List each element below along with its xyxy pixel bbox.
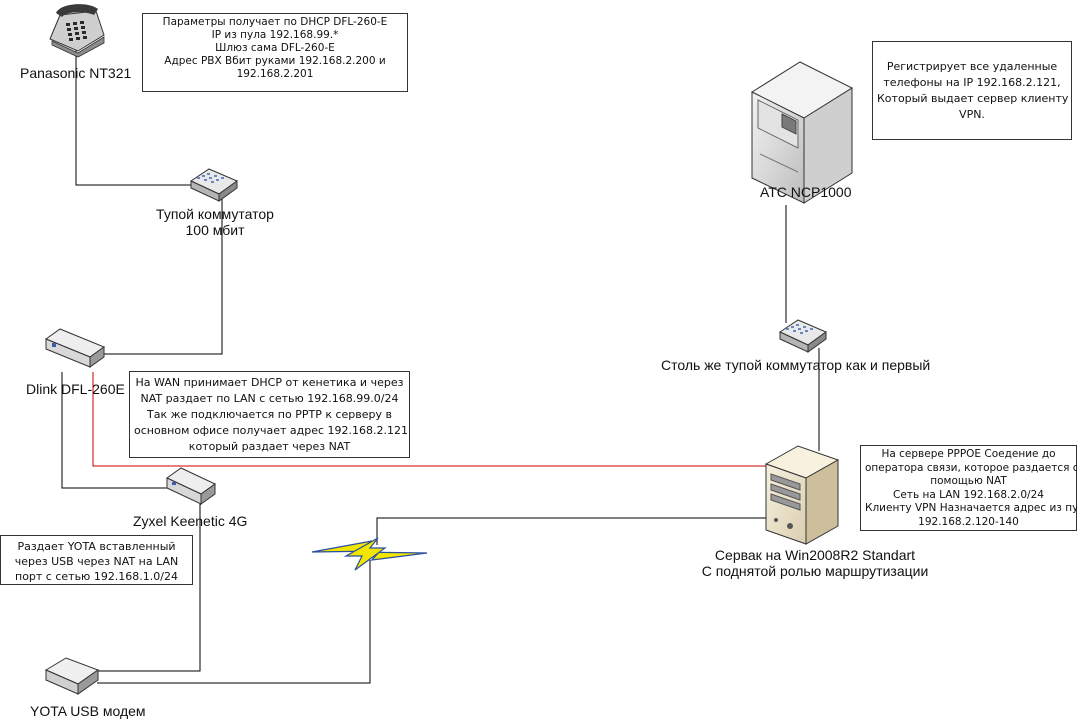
device-label-switch2: Столь же тупой коммутатор как и первый — [661, 357, 931, 373]
note-line: На сервере PPPOE Соедение до — [881, 448, 1056, 460]
note-line: помощью NAT — [930, 475, 1007, 487]
note-line: основном офисе получает адрес 192.168.2.… — [134, 424, 408, 437]
modem-icon — [44, 657, 100, 695]
dlink-note: На WAN принимает DHCP от кенетика и чере… — [129, 371, 410, 458]
device-label-phone: Panasonic NT321 — [20, 65, 132, 81]
note-line: порт с сетью 192.168.1.0/24 — [15, 570, 178, 583]
link-switch1-dlink — [102, 197, 223, 355]
device-label-pbx: АТС NCP1000 — [760, 184, 852, 200]
device-label-yota: YOTA USB модем — [30, 703, 146, 719]
note-line: Адрес PBX Вбит руками 192.168.2.200 и — [164, 55, 386, 67]
device-label-server: Сервак на Win2008R2 Standart С поднятой … — [670, 547, 960, 579]
link-vpn-dlink-server — [92, 372, 768, 467]
telephone-icon — [49, 4, 105, 58]
phone-note: Параметры получает по DHCP DFL-260-E IP … — [142, 13, 408, 92]
device-label-dlink: Dlink DFL-260E — [26, 381, 125, 397]
lightning-bolt-icon — [311, 537, 428, 571]
note-line: телефоны на IP 192.168.2.121, — [883, 76, 1061, 89]
note-line: Сеть на LAN 192.168.2.0/24 — [893, 488, 1044, 501]
note-line: оператора связи, которое раздается с — [865, 461, 1077, 474]
network-switch-icon — [189, 168, 239, 202]
link-phone-switch1 — [75, 48, 193, 186]
note-line: IP из пула 192.168.99.* — [211, 29, 339, 41]
device-label-switch1-line1: Тупой коммутатор — [156, 206, 274, 222]
device-label-server-line1: Сервак на Win2008R2 Standart — [714, 547, 916, 563]
note-line: VPN. — [959, 108, 985, 121]
link-dlink-zyxel — [61, 372, 170, 489]
router-icon — [44, 328, 106, 368]
note-line: Который выдает сервер клиенту — [877, 92, 1069, 105]
device-label-switch1: Тупой коммутатор 100 мбит — [140, 206, 290, 238]
note-line: На WAN принимает DHCP от кенетика и чере… — [135, 376, 404, 389]
note-line: Параметры получает по DHCP DFL-260-E — [162, 16, 388, 28]
note-line: Раздает YOTA вставленный — [17, 540, 176, 553]
note-line: 192.168.2.201 — [236, 68, 314, 80]
note-line: который раздает через NAT — [188, 440, 351, 453]
device-label-switch1-line2: 100 мбит — [185, 222, 245, 238]
link-zyxel-yota — [97, 503, 201, 672]
link-yota-wireless — [97, 560, 371, 684]
note-line: NAT раздает по LAN с сетью 192.168.99.0/… — [140, 392, 399, 405]
note-line: Регистрирует все удаленные — [886, 60, 1058, 73]
note-line: Шлюз сама DFL-260-E — [215, 42, 335, 54]
note-line: 192.168.2.120-140 — [918, 515, 1019, 528]
server-note: На сервере PPPOE Соедение до оператора с… — [860, 445, 1077, 531]
note-line: Клиенту VPN Назначается адрес из пула — [865, 502, 1077, 514]
pbx-server-icon — [750, 61, 854, 204]
device-label-server-line2: С поднятой ролью маршрутизации — [701, 563, 929, 579]
link-wireless-server — [376, 517, 768, 545]
network-switch-icon — [778, 319, 828, 353]
device-label-zyxel: Zyxel Keenetic 4G — [133, 513, 248, 529]
pbx-note: Регистрирует все удаленные телефоны на I… — [872, 41, 1072, 140]
server-tower-icon — [764, 445, 840, 545]
connections — [61, 48, 820, 684]
note-line: через USB через NAT на LAN — [14, 555, 179, 568]
router-icon — [166, 467, 216, 505]
note-line: Так же подключается по PPTP к серверу в — [146, 408, 392, 421]
zyxel-note: Раздает YOTA вставленный через USB через… — [0, 535, 193, 585]
